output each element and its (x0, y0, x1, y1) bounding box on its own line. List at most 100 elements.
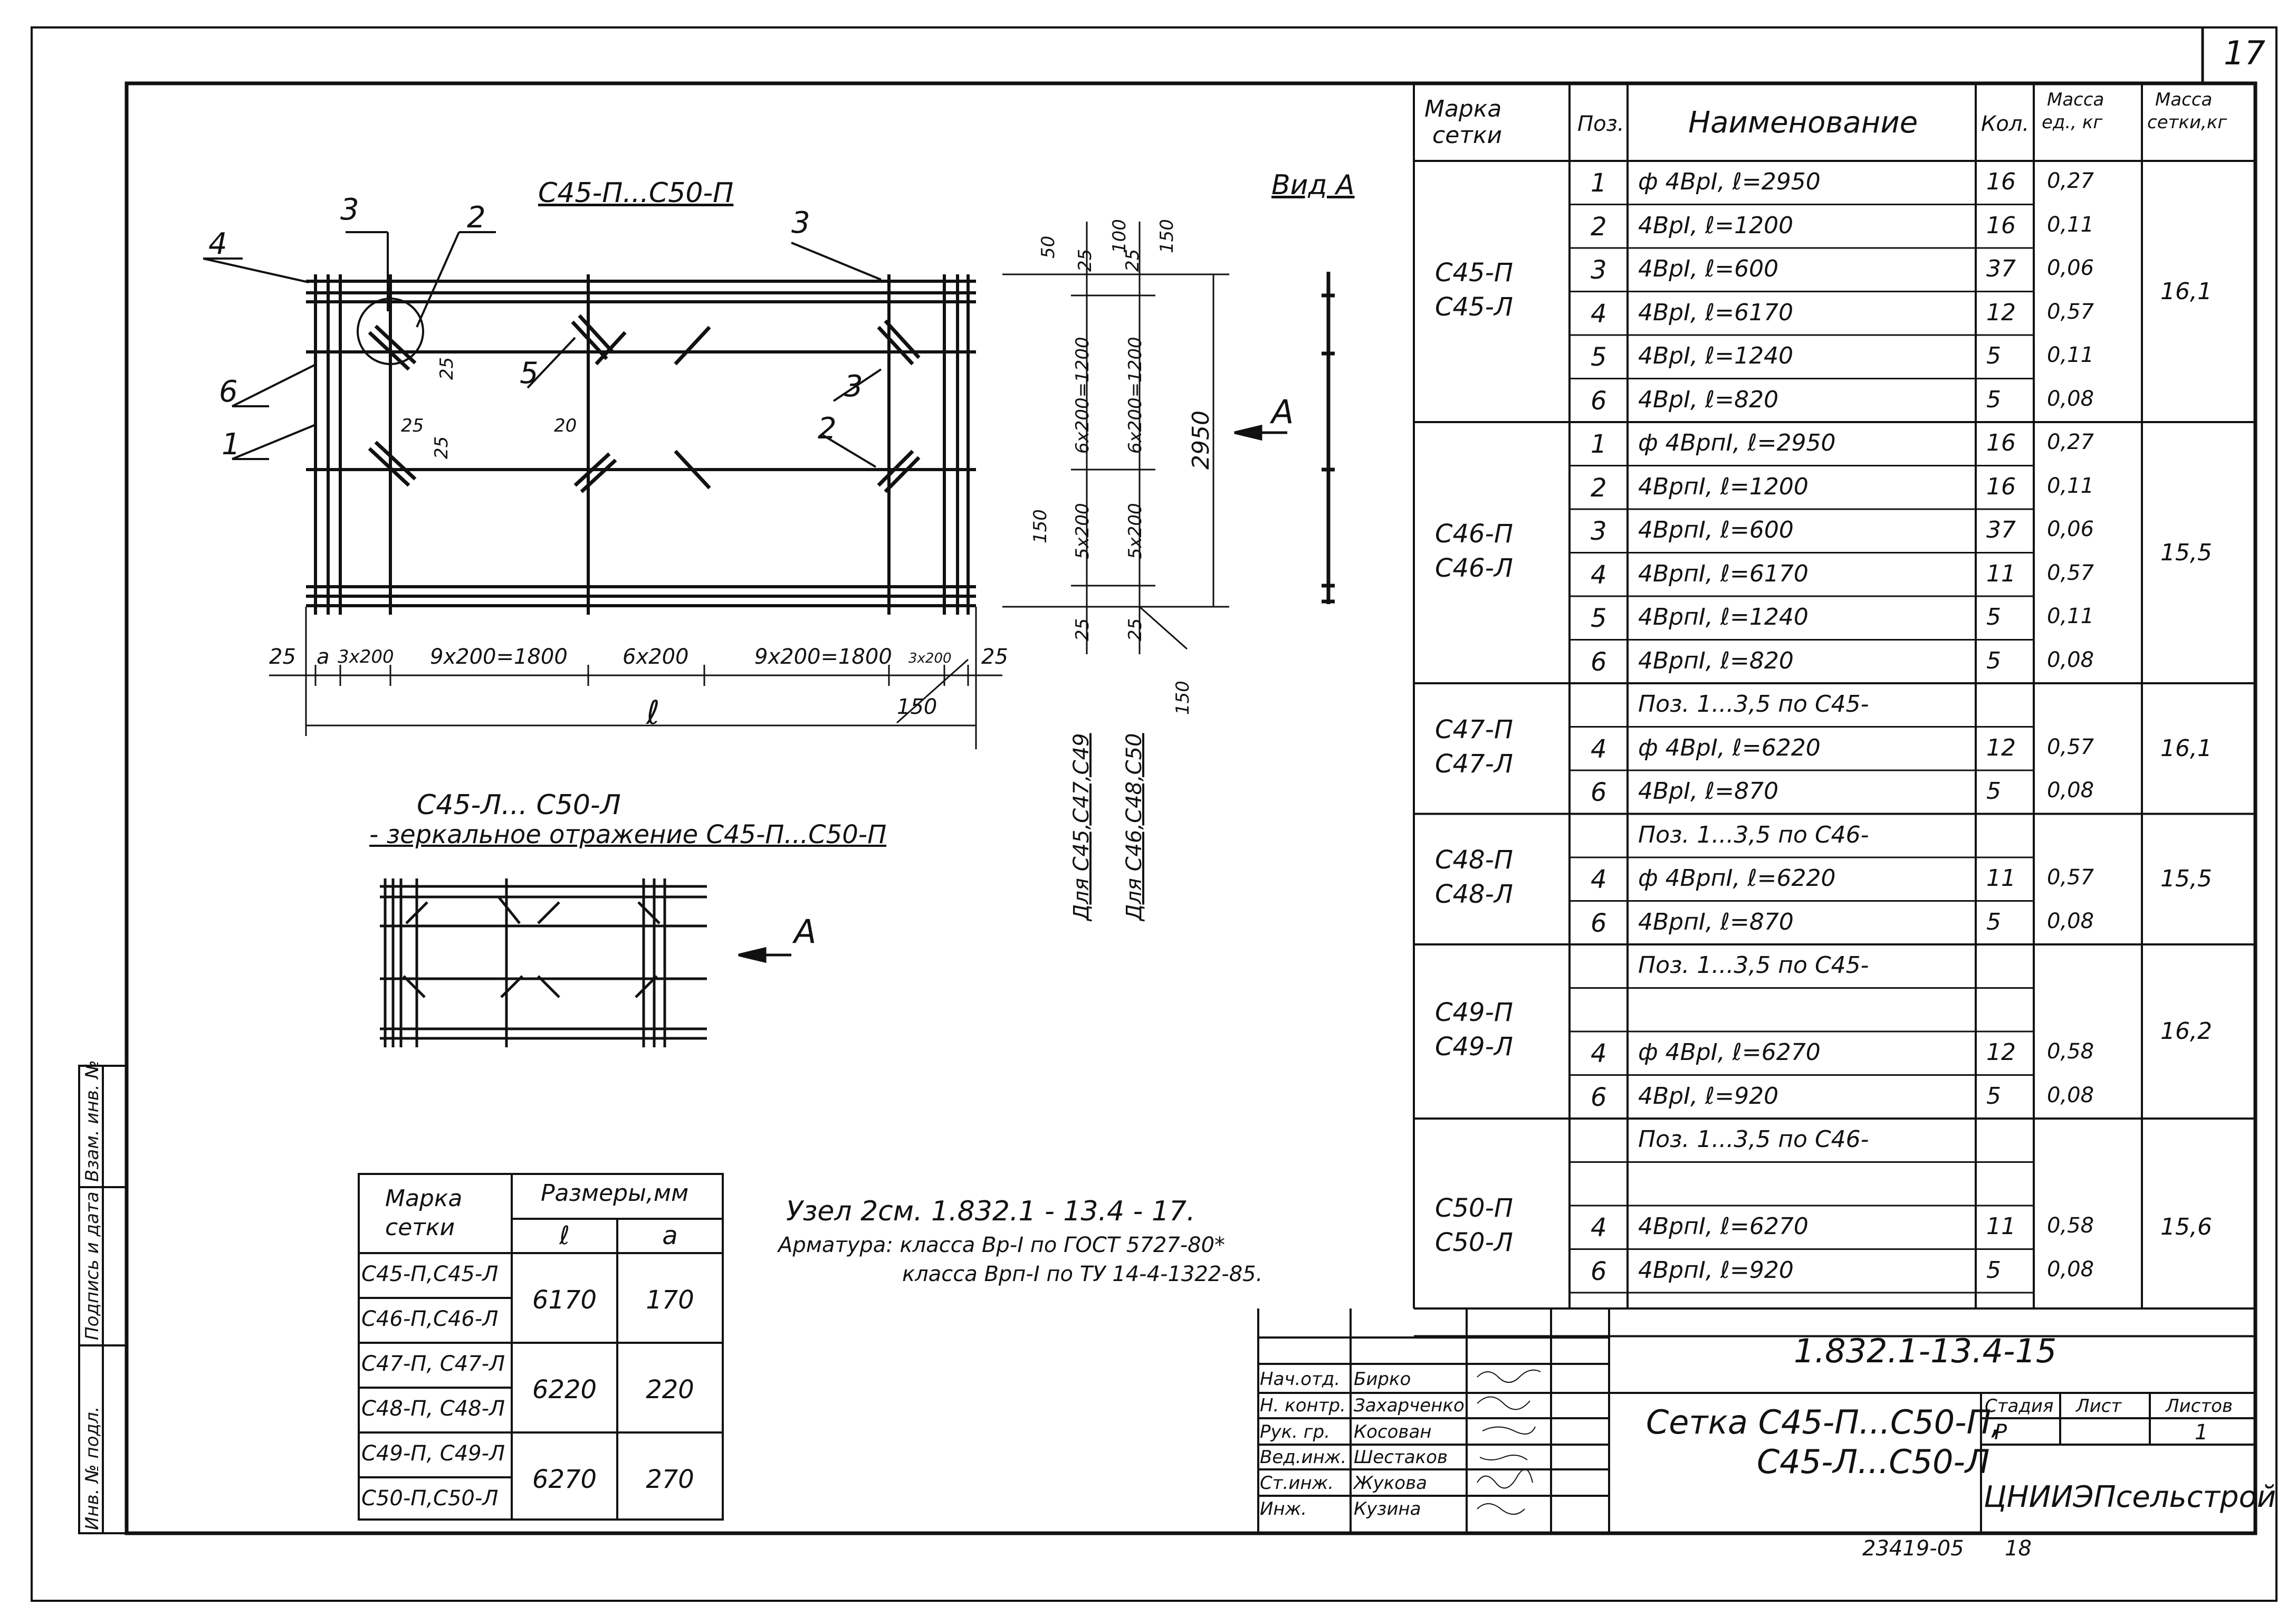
spec-row-name: Поз. 1...3,5 по С45- (1638, 952, 1869, 979)
spec-group-mark: С45-П (1435, 257, 1514, 288)
dims-row1-a: 170 (646, 1285, 694, 1315)
dim-bottom-9x200-left: 9x200=1800 (430, 645, 568, 669)
spec-group-mark: С47-П (1435, 714, 1514, 744)
spec-row-name: Поз. 1...3,5 по С46- (1638, 1126, 1869, 1153)
mirror-mesh (380, 878, 707, 1047)
spec-row-name: ф 4ВрI, ℓ=2950 (1638, 168, 1821, 195)
spec-row-pos: 3 (1591, 255, 1607, 285)
spec-row-qty: 16 (1986, 212, 2016, 239)
tb-role-4: Ст.инж. (1260, 1473, 1334, 1494)
spec-row-name: 4ВрI, ℓ=870 (1638, 778, 1779, 805)
note-rebar-1: Арматура: класса Вр-I по ГОСТ 5727-80* (778, 1233, 1226, 1257)
spec-group-mark: С49-Л (1435, 1032, 1514, 1062)
spec-row-qty: 5 (1986, 908, 2001, 935)
dim-bottom-25-left: 25 (269, 645, 296, 669)
spec-row-name: 4ВрпI, ℓ=920 (1638, 1256, 1794, 1284)
dim-v1-5x200: 5x200 (1072, 503, 1093, 559)
tb-title-1: Сетка С45-П...С50-П, (1646, 1403, 2002, 1441)
plan-title: С45-П...С50-П (538, 177, 734, 209)
dim-20: 20 (554, 415, 577, 436)
dims-header-mark-1: Марка (385, 1185, 463, 1212)
tb-org: ЦНИИЭПсельстрой (1984, 1480, 2276, 1514)
dim-v2-25: 25 (1122, 249, 1143, 272)
spec-row-qty: 12 (1986, 299, 2016, 326)
note-for-c45: Для С45,С47,С49 (1069, 733, 1094, 921)
spec-table-rowlines (1414, 160, 2255, 1338)
tb-name-5: Кузина (1354, 1498, 1421, 1520)
spec-row-mass: 0,11 (2047, 473, 2094, 498)
spec-group-mark: С48-Л (1435, 880, 1514, 910)
tb-sheet-label: Лист (2076, 1396, 2122, 1417)
spec-row-name: 4ВрI, ℓ=1240 (1638, 342, 1794, 369)
spec-row-qty: 12 (1986, 734, 2016, 761)
spec-row-name: 4ВрI, ℓ=920 (1638, 1082, 1779, 1110)
spec-row-name: 4ВрпI, ℓ=1240 (1638, 604, 1808, 631)
spec-row-qty: 16 (1986, 168, 2016, 195)
dim-offset-150: 150 (897, 695, 937, 719)
spec-row-pos: 4 (1591, 865, 1607, 894)
dims-row1-l: 6170 (532, 1285, 597, 1315)
callout-3-top-right: 3 (791, 206, 810, 240)
spec-header-qty: Кол. (1981, 112, 2030, 136)
spec-row-qty: 5 (1986, 342, 2001, 369)
spec-row-name: 4ВрпI, ℓ=6270 (1638, 1213, 1808, 1240)
mirror-note: - зеркальное отражение С45-П...С50-П (369, 820, 887, 849)
spec-row-pos: 6 (1591, 386, 1607, 416)
spec-row-mass: 0,08 (2047, 778, 2094, 803)
spec-row-name: ф 4ВрпI, ℓ=6220 (1638, 865, 1836, 892)
spec-row-mass: 0,06 (2047, 256, 2094, 280)
section-arrow (738, 424, 1287, 963)
footer-page: 18 (2005, 1536, 2032, 1561)
spec-row-name: Поз. 1...3,5 по С45- (1638, 691, 1869, 718)
mesh-plan-diagonals (368, 314, 921, 493)
spec-group-total: 15,5 (2160, 865, 2212, 893)
dim-v2-100: 100 (1109, 219, 1130, 253)
spec-row-mass: 0,57 (2047, 734, 2094, 759)
spec-row-pos: 4 (1591, 299, 1607, 329)
spec-group-total: 15,6 (2160, 1214, 2212, 1241)
spec-row-name: Поз. 1...3,5 по С46- (1638, 821, 1869, 848)
spec-header-total-mass-2: сетки,кг (2147, 112, 2227, 133)
spec-row-pos: 4 (1591, 560, 1607, 590)
spec-row-mass: 0,08 (2047, 909, 2094, 933)
outer-border (31, 26, 2278, 1602)
spec-row-mass: 0,08 (2047, 1083, 2094, 1107)
tb-name-3: Шестаков (1354, 1447, 1448, 1468)
spec-row-mass: 0,08 (2047, 386, 2094, 411)
callout-3-top-left: 3 (340, 193, 359, 227)
spec-row-qty: 11 (1986, 865, 2016, 892)
spec-row-name: 4ВрI, ℓ=600 (1638, 255, 1779, 282)
spec-group-mark: С45-Л (1435, 292, 1514, 322)
spec-group-total: 15,5 (2160, 539, 2212, 566)
dims-table-grid (358, 1173, 724, 1521)
spec-row-qty: 12 (1986, 1039, 2016, 1066)
dim-v1-150: 150 (1030, 509, 1051, 543)
dim-bottom-9x200-right: 9x200=1800 (754, 645, 892, 669)
spec-row-pos: 6 (1591, 1256, 1607, 1286)
spec-row-name: ф 4ВрI, ℓ=6220 (1638, 734, 1821, 761)
dim-v2-5x200: 5x200 (1125, 503, 1146, 559)
dim-25-angled: 25 (431, 436, 452, 459)
spec-header-total-mass-1: Масса (2155, 89, 2213, 110)
dims-row2-a: 220 (646, 1375, 694, 1405)
dim-25-vertical: 25 (436, 357, 457, 380)
note-for-c46: Для С46,С48,С50 (1122, 733, 1146, 921)
spec-row-name: 4ВрI, ℓ=6170 (1638, 299, 1794, 326)
view-title: Вид А (1271, 169, 1355, 201)
dims-header-a: а (662, 1221, 678, 1250)
spec-row-mass: 0,08 (2047, 647, 2094, 672)
signature-marks (1477, 1369, 1541, 1515)
callout-leaders (203, 231, 882, 468)
spec-row-name: 4ВрпI, ℓ=870 (1638, 908, 1794, 935)
spec-group-mark: С49-П (1435, 998, 1514, 1027)
spec-row-mass: 0,27 (2047, 430, 2094, 454)
callout-6: 6 (219, 375, 238, 409)
spec-group-mark: С50-П (1435, 1193, 1514, 1224)
spec-group-mark: С46-П (1435, 519, 1514, 549)
spec-group-total: 16,2 (2160, 1018, 2212, 1045)
dim-length-l: ℓ (646, 693, 660, 732)
tb-role-5: Инж. (1260, 1498, 1307, 1520)
stamp-replace-inv: Взам. инв. № (82, 1060, 103, 1182)
dim-bottom-3x200-right: 3x200 (908, 651, 952, 666)
